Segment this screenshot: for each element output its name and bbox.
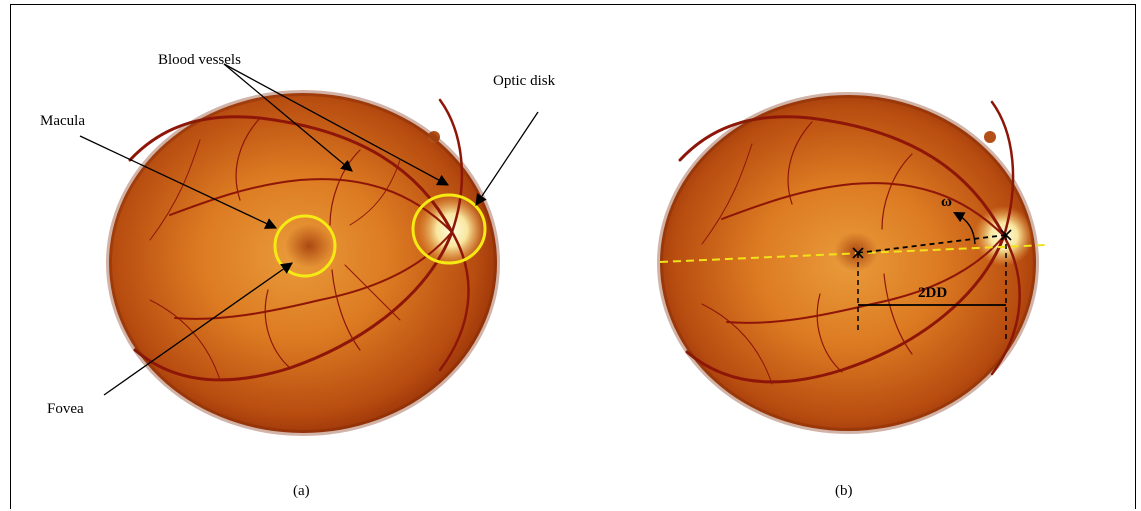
fovea-label: Fovea (47, 401, 84, 417)
panel-b: ω 2DD (b) (660, 95, 1045, 499)
distance-label: 2DD (918, 285, 947, 301)
caption-a: (a) (293, 483, 310, 499)
caption-b: (b) (835, 483, 853, 499)
optic-disk-label: Optic disk (493, 73, 556, 89)
macula-label: Macula (40, 113, 85, 129)
optic-disk-arrow (476, 112, 538, 205)
panel-a: Blood vessels Optic disk Macula Fovea (a… (40, 52, 556, 499)
angle-label: ω (941, 194, 952, 210)
blood-vessels-label: Blood vessels (158, 52, 241, 68)
fundus-image-b (660, 95, 1036, 431)
